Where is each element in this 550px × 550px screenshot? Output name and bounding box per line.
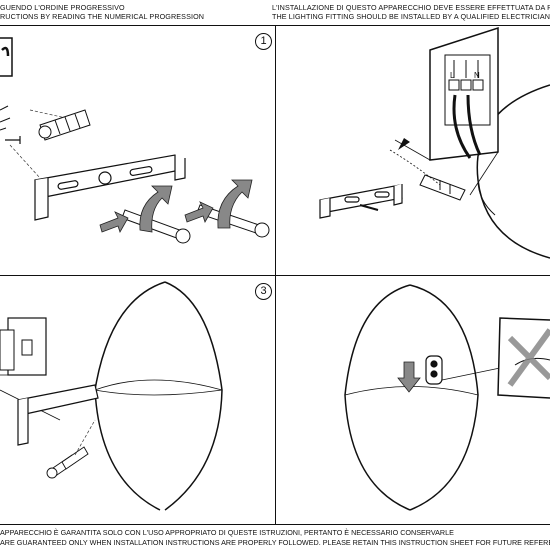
header-right-line1: L'INSTALLAZIONE DI QUESTO APPARECCHIO DE… [272,3,550,12]
header-left-line2: RUCTIONS BY READING THE NUMERICAL PROGRE… [0,12,205,21]
rule-vertical [275,25,276,524]
header-right-line2: THE LIGHTING FITTING SHOULD BE INSTALLED… [272,12,550,21]
footer-line2: ARE GUARANTEED ONLY WHEN INSTALLATION IN… [0,538,550,547]
terminal-label-neutral: N [474,71,480,80]
rule-bottom [0,524,550,525]
step-3-badge: 3 [255,283,272,300]
step-1-badge: 1 [255,33,272,50]
terminal-label-live: L [450,71,455,80]
header-left-line1: GUENDO L'ORDINE PROGRESSIVO [0,3,125,12]
footer-line1: APPARECCHIO È GARANTITA SOLO CON L'USO A… [0,528,454,537]
